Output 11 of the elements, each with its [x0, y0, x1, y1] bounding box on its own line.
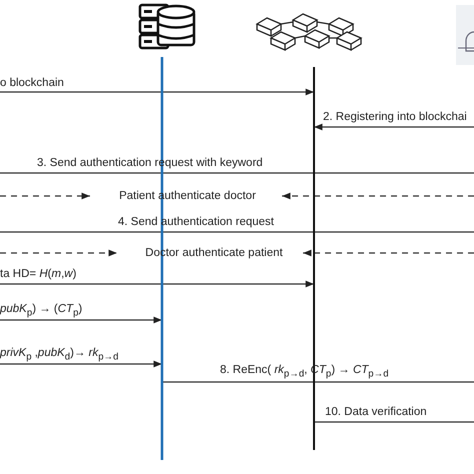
- edge-label: ta HD= H(m,w): [0, 268, 76, 281]
- edge-label: o blockchain: [0, 77, 64, 90]
- message-arrow: [0, 360, 162, 368]
- message-arrow: [0, 192, 90, 200]
- message-arrow: [0, 280, 314, 288]
- edge-label: pubK$_{p}$) → (CT$_{p}$): [0, 303, 82, 320]
- edge-label: privK$_{p}$ ,pubK$_{d}$)→ rk$_{p→d}$: [0, 347, 118, 364]
- message-arrow: [0, 316, 162, 324]
- edge-label: 2. Registering into blockchai: [323, 111, 467, 124]
- message-arrow: [0, 250, 117, 256]
- message-arrow: [0, 88, 314, 96]
